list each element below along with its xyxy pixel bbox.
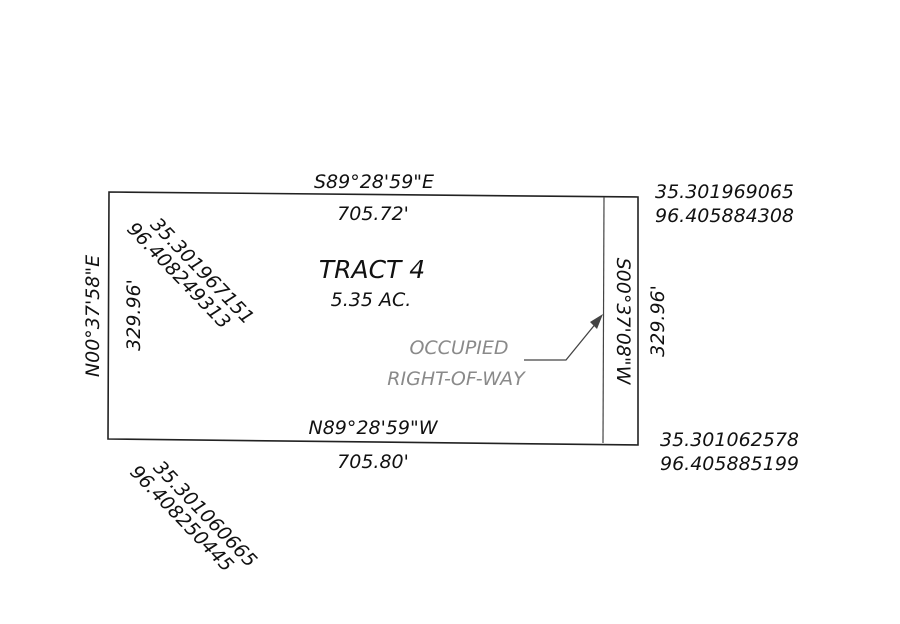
southeast-lat: 35.301062578: [660, 429, 799, 451]
east-bearing: S00°37'08"W: [612, 258, 634, 386]
north-bearing: S89°28'59"E: [314, 171, 434, 193]
south-bearing: N89°28'59"W: [309, 417, 439, 439]
arrow-icon: [590, 314, 603, 329]
southeast-lon: 96.405885199: [660, 453, 799, 475]
south-distance: 705.80': [337, 451, 409, 473]
tract-boundary: [107, 191, 639, 446]
tract-area: 5.35 AC.: [331, 289, 412, 311]
east-distance: 329.96': [647, 285, 669, 357]
southwest-corner-coords: 35.301060665 96.408250445: [125, 457, 261, 577]
annotation-right-of-way: RIGHT-OF-WAY: [387, 368, 526, 390]
leader-line: [524, 321, 598, 361]
west-bearing: N00°37'58"E: [82, 255, 104, 377]
annotation-occupied: OCCUPIED: [409, 337, 508, 359]
right-of-way-line: [602, 196, 605, 444]
north-distance: 705.72': [337, 203, 409, 225]
northeast-lat: 35.301969065: [655, 181, 794, 203]
tract-name: TRACT 4: [319, 255, 425, 284]
west-distance: 329.96': [123, 279, 145, 351]
northeast-lon: 96.405884308: [655, 205, 794, 227]
